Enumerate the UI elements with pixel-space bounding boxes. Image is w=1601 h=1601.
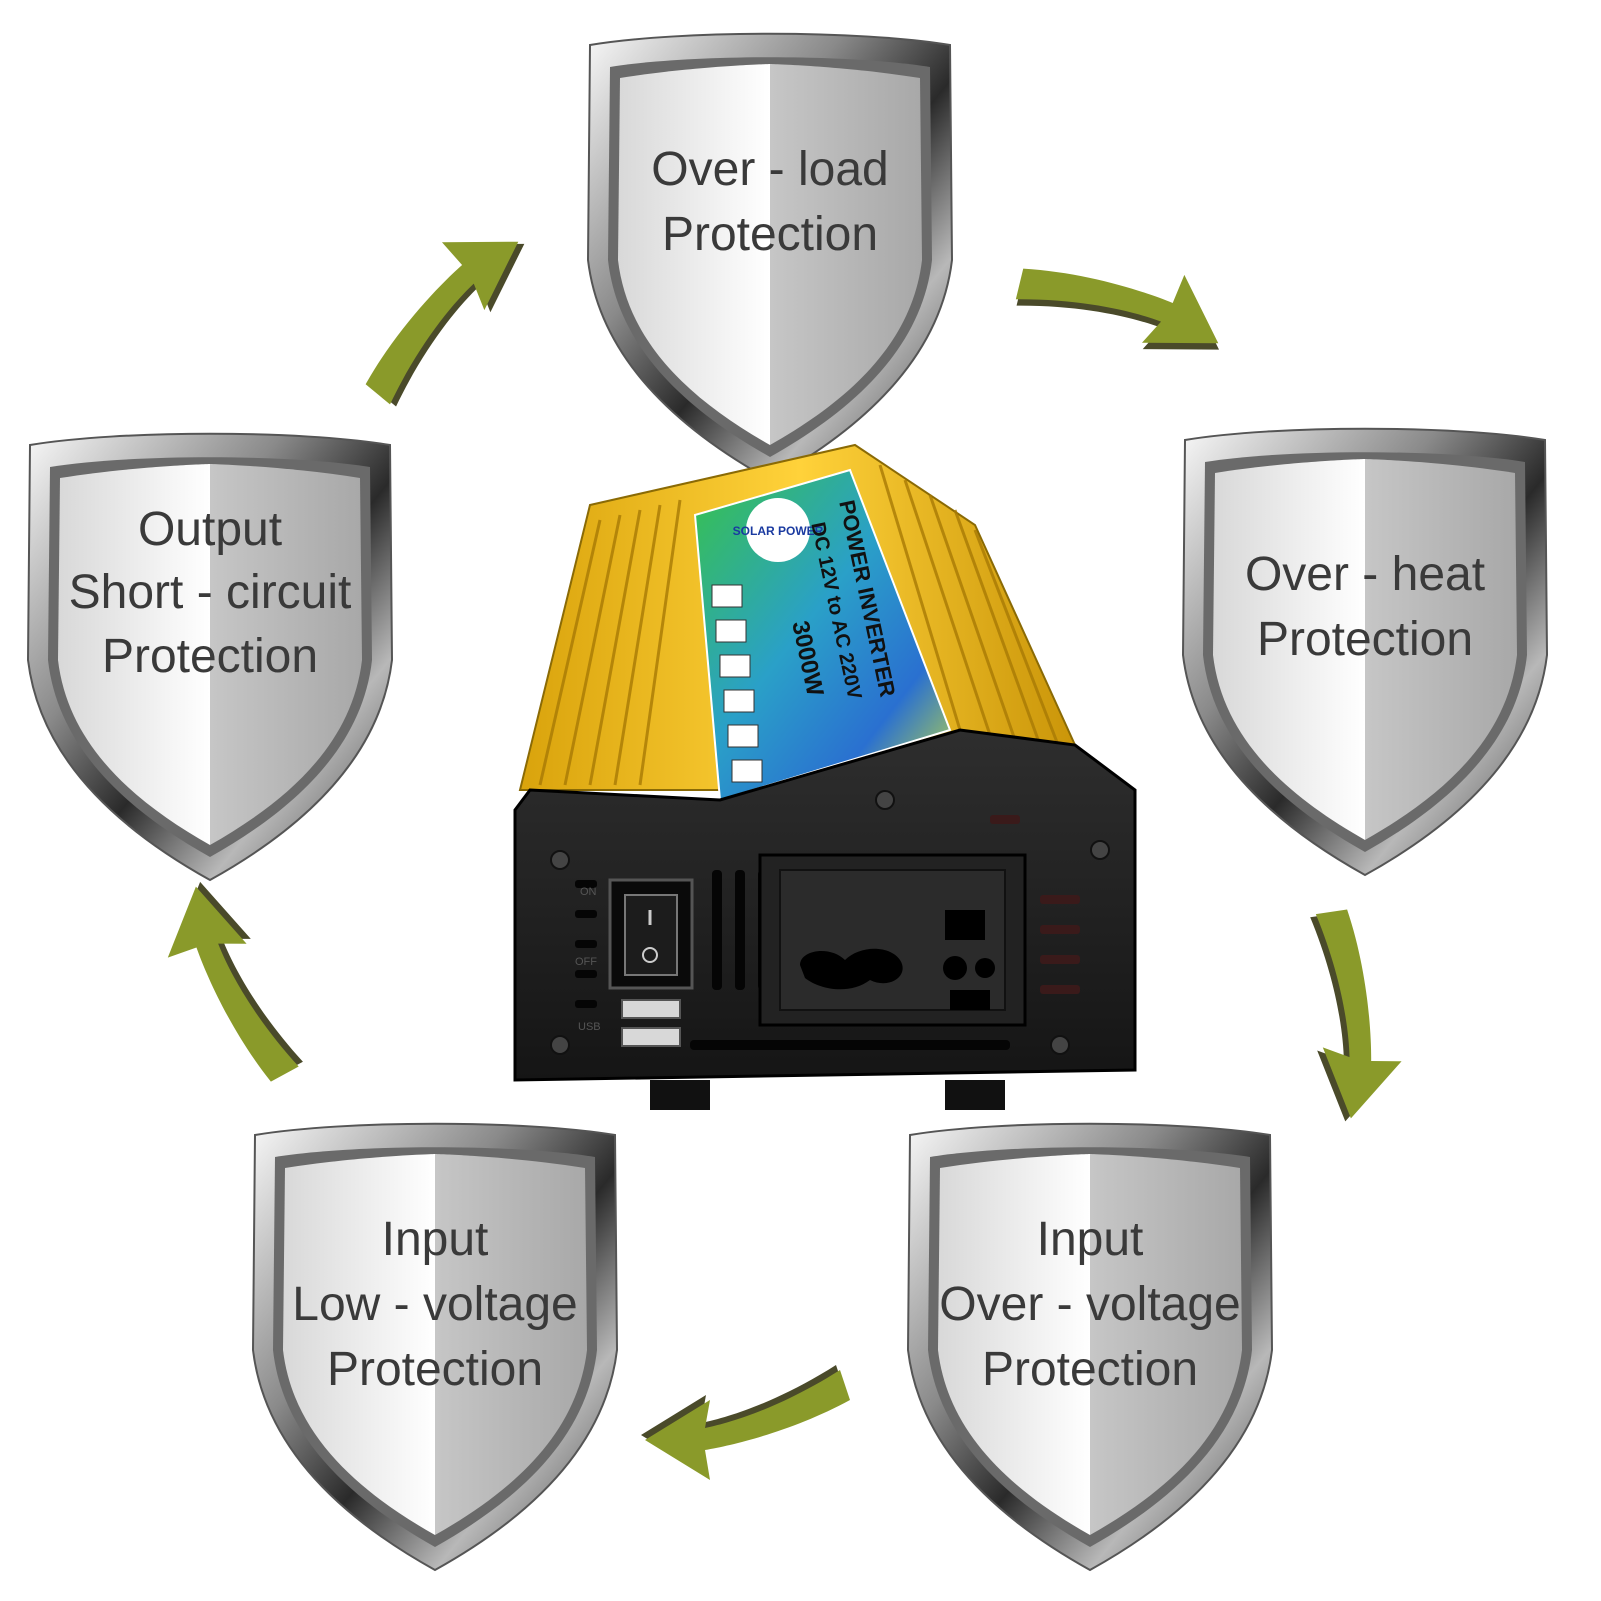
switch-off-label: OFF bbox=[575, 956, 597, 968]
shield-lowvoltage-line-1: Input bbox=[382, 1213, 489, 1266]
inverter-fins bbox=[538, 464, 1062, 786]
shield-overvoltage-line-1: Input bbox=[1037, 1213, 1144, 1266]
shield-overload: Over - load Protection bbox=[587, 32, 953, 481]
usb-ports[interactable] bbox=[621, 999, 681, 1047]
arrow-top-right bbox=[1004, 200, 1243, 410]
shield-input-lowvoltage: Input Low - voltage Protection bbox=[252, 1122, 618, 1571]
shield-output-short: Output Short - circuit Protection bbox=[27, 432, 393, 881]
shield-overload-line-1: Over - load bbox=[651, 143, 888, 196]
label-icons bbox=[711, 584, 763, 783]
shield-lowvoltage-line-3: Protection bbox=[327, 1343, 543, 1396]
shield-overvoltage-line-3: Protection bbox=[982, 1343, 1198, 1396]
shield-input-overvoltage: Input Over - voltage Protection bbox=[907, 1122, 1273, 1571]
shield-overload-line-2: Protection bbox=[662, 208, 878, 261]
vent-slots-left bbox=[575, 880, 597, 1008]
ac-outlet[interactable] bbox=[758, 853, 1027, 1027]
arrow-bottom bbox=[641, 1365, 850, 1480]
shield-output-line-3: Protection bbox=[102, 630, 318, 683]
inverter-feet bbox=[650, 1080, 1005, 1110]
arrow-left bbox=[155, 869, 306, 1096]
arrow-top-left bbox=[323, 205, 562, 414]
arrow-right bbox=[1276, 903, 1426, 1130]
shield-overheat-line-1: Over - heat bbox=[1245, 548, 1485, 601]
shield-lowvoltage-line-2: Low - voltage bbox=[292, 1278, 578, 1331]
shield-overvoltage-line-2: Over - voltage bbox=[939, 1278, 1240, 1331]
panel-screws bbox=[550, 790, 1110, 1055]
brand-text: SOLAR POWER bbox=[733, 524, 824, 538]
vent-slots-right bbox=[990, 815, 1080, 994]
brand-logo bbox=[746, 498, 810, 562]
usb-label: USB bbox=[578, 1021, 601, 1033]
power-inverter: SOLAR POWER POWER INVERTER DC 12V to AC … bbox=[513, 443, 1137, 1110]
switch-on-label: ON bbox=[580, 886, 597, 898]
shield-output-line-1: Output bbox=[138, 503, 282, 556]
power-switch[interactable] bbox=[608, 878, 694, 990]
shield-overheat: Over - heat Protection bbox=[1182, 427, 1548, 876]
shield-output-line-2: Short - circuit bbox=[69, 566, 352, 619]
shield-overheat-line-2: Protection bbox=[1257, 613, 1473, 666]
